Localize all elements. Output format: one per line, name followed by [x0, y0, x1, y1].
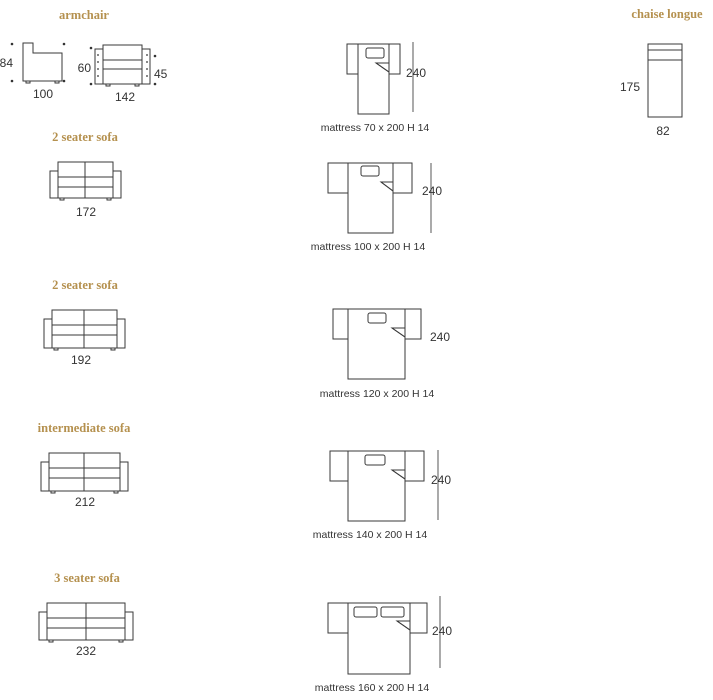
armchair-seat-height-label: 45 — [154, 67, 168, 81]
chaise-longue-plan — [647, 43, 683, 118]
armchair-back-height-label: 60 — [78, 61, 92, 75]
sofa-2-seater-172-width-label: 172 — [76, 205, 96, 219]
sofa-2-seater-192-width-label: 192 — [71, 353, 91, 367]
sofa-2-seater-192-mattress-caption: mattress 120 x 200 H 14 — [320, 388, 435, 400]
sofa-3-seater-mattress-caption: mattress 160 x 200 H 14 — [315, 682, 430, 694]
sofa-3-seater-bed-plan — [327, 596, 441, 675]
armchair-title: armchair — [59, 8, 109, 22]
sofa-3-seater-width-label: 232 — [76, 644, 96, 658]
chaise-longue-width-label: 82 — [656, 124, 670, 138]
armchair-side-view — [10, 42, 66, 84]
sofa-2-seater-172-mattress-caption: mattress 100 x 200 H 14 — [311, 241, 426, 253]
armchair-front-width-label: 142 — [115, 90, 135, 104]
intermediate-sofa-bed-length-label: 240 — [431, 473, 451, 487]
sofa-3-seater-title: 3 seater sofa — [54, 571, 120, 585]
chaise-longue-title: chaise longue — [631, 7, 703, 21]
sofa-3-seater-bed-length-label: 240 — [432, 624, 452, 638]
sofa-2-seater-172-bed-length-label: 240 — [422, 184, 442, 198]
armchair-side-width-label: 100 — [33, 87, 53, 101]
sofa-2-seater-172-front-view — [49, 161, 122, 201]
sofa-2-seater-172-bed-plan — [327, 162, 432, 234]
sofa-2-seater-192-bed-plan — [332, 308, 422, 380]
intermediate-sofa-width-label: 212 — [75, 495, 95, 509]
chaise-longue-length-label: 175 — [620, 80, 640, 94]
sofa-2-seater-192-front-view — [43, 309, 126, 351]
armchair-depth-label: 84 — [0, 56, 13, 70]
intermediate-sofa-mattress-caption: mattress 140 x 200 H 14 — [313, 529, 428, 541]
intermediate-sofa-front-view — [40, 452, 129, 494]
intermediate-sofa-title: intermediate sofa — [38, 421, 131, 435]
sofa-3-seater-front-view — [38, 602, 134, 643]
armchair-front-view — [89, 44, 157, 87]
armchair-bed-length-label: 240 — [406, 66, 426, 80]
armchair-bed-plan — [346, 42, 414, 115]
intermediate-sofa-bed-plan — [329, 450, 439, 522]
sofa-2-seater-192-title: 2 seater sofa — [52, 278, 118, 292]
armchair-mattress-caption: mattress 70 x 200 H 14 — [321, 122, 430, 134]
sofa-2-seater-192-bed-length-label: 240 — [430, 330, 450, 344]
sofa-2-seater-172-title: 2 seater sofa — [52, 130, 118, 144]
